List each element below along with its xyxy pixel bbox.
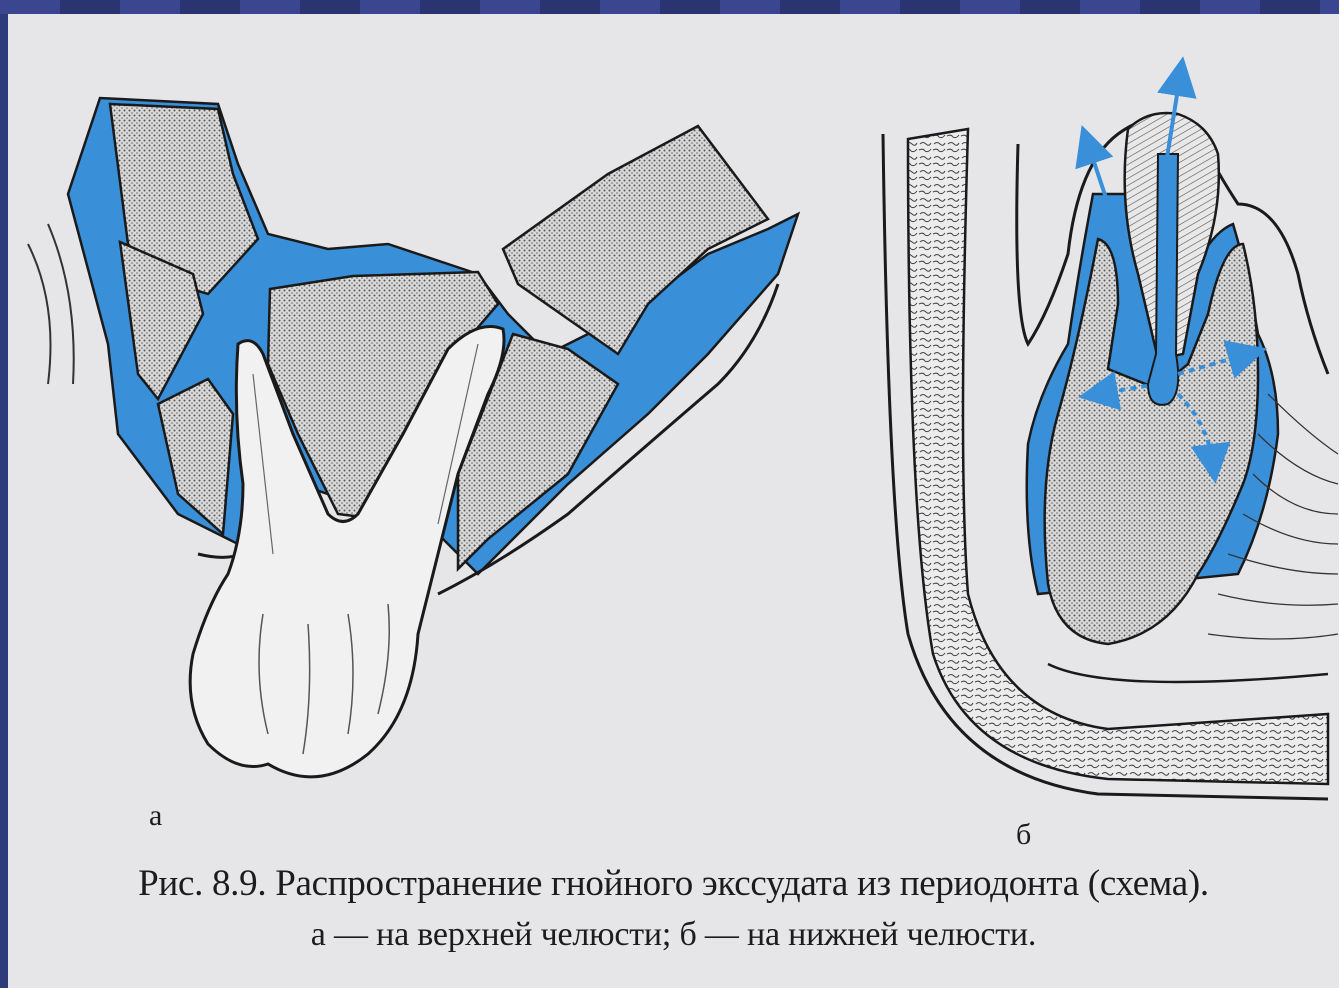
figure-diagram (8, 14, 1339, 988)
figure-caption-legend: а — на верхней челюсти; б — на нижней че… (8, 916, 1339, 954)
figure-caption-title: Рис. 8.9. Распространение гнойного экссу… (8, 862, 1339, 905)
scanned-page: а б Рис. 8.9. Распространение гнойного э… (8, 14, 1339, 988)
mandible-cortex (1048, 664, 1328, 682)
panel-b-diagram (883, 76, 1338, 799)
bone-block (158, 379, 233, 534)
panel-label-b: б (1016, 818, 1031, 852)
panel-label-a: а (149, 799, 162, 833)
soft-tissue-contour (28, 224, 74, 384)
panel-a-diagram (28, 98, 798, 777)
slide-top-border (0, 0, 1339, 14)
